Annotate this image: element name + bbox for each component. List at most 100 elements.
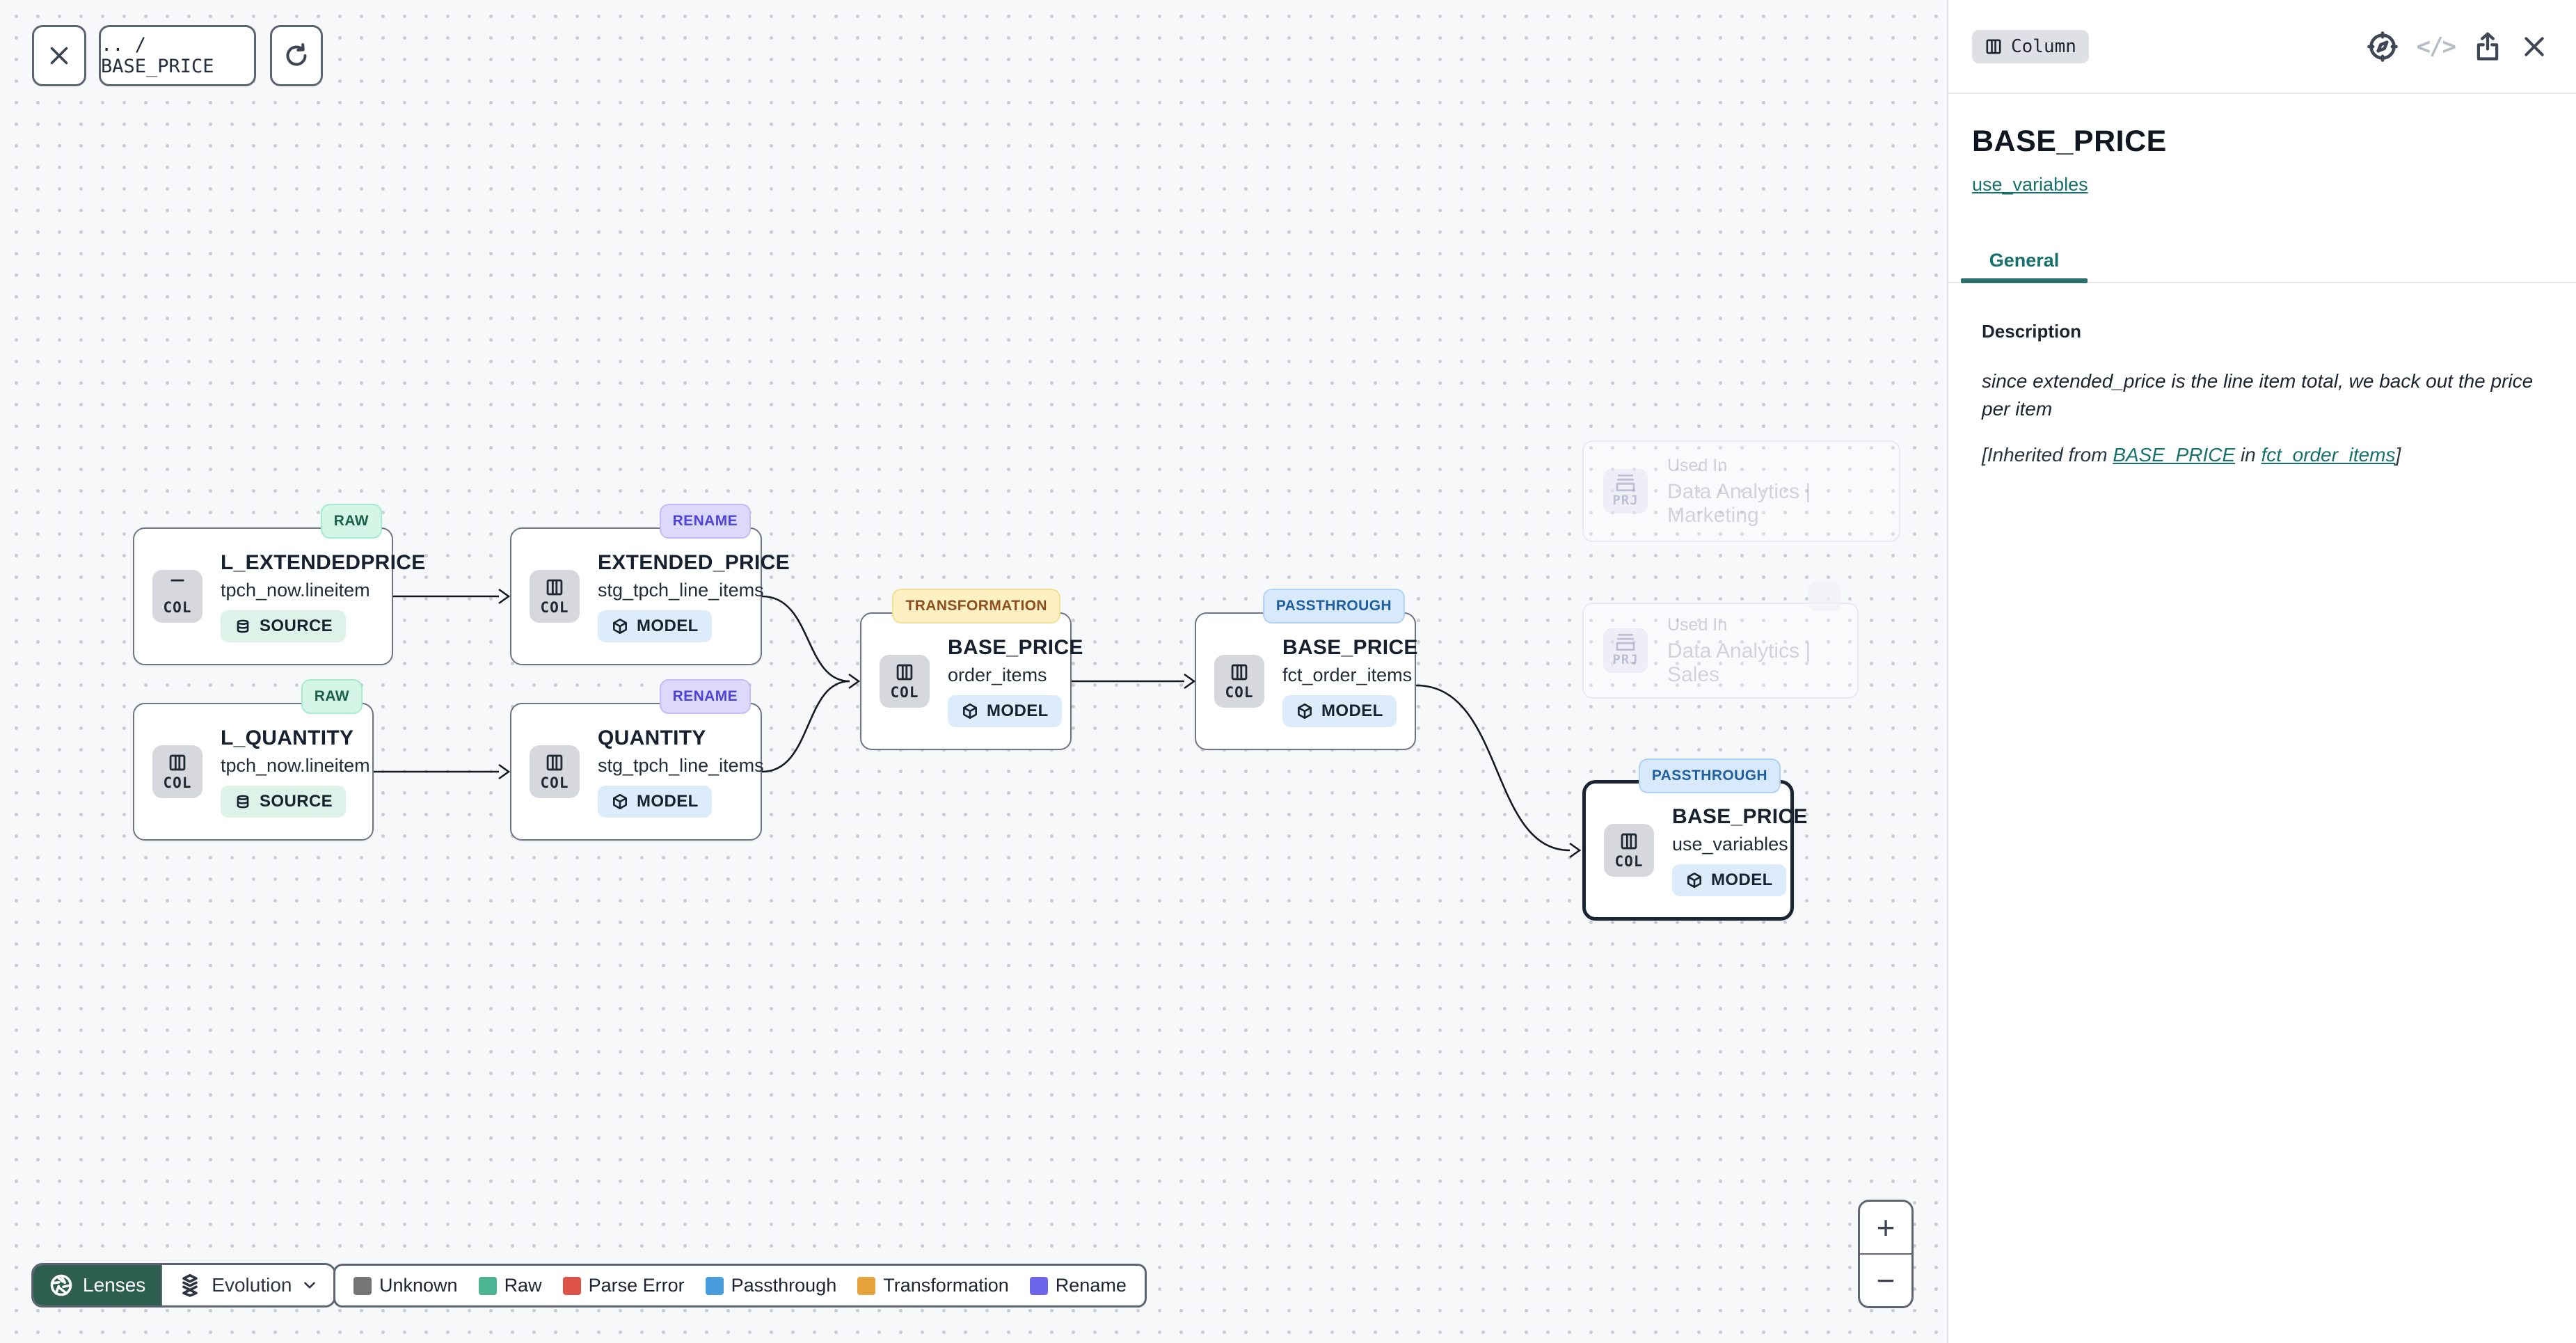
used-in-card-sales[interactable]: PRJ Used In Data Analytics | Sales (1582, 603, 1859, 699)
model-link[interactable]: use_variables (1972, 174, 2088, 195)
node-title: L_QUANTITY (221, 726, 354, 749)
legend-swatch (478, 1276, 497, 1295)
node-badge-label: MODEL (637, 616, 699, 635)
inherited-column-link[interactable]: BASE_PRICE (2113, 444, 2236, 466)
refresh-icon (286, 43, 307, 66)
legend-label: Passthrough (731, 1275, 837, 1296)
column-kind-box: COL (530, 570, 580, 623)
share-button[interactable] (2473, 30, 2502, 63)
node-kind-label: PRJ (1612, 652, 1639, 667)
node-type-badge: MODEL (1672, 864, 1786, 896)
node-kind-label: COL (890, 683, 919, 701)
breadcrumb-label: .. / BASE_PRICE (101, 34, 214, 77)
panel-tabs: General (1948, 239, 2576, 283)
explore-lineage-button[interactable] (2367, 31, 2399, 63)
node-badge-label: MODEL (1321, 701, 1383, 720)
close-lineage-button[interactable] (32, 25, 86, 86)
lenses-button[interactable]: Lenses (33, 1265, 161, 1305)
node-badge-label: MODEL (637, 791, 699, 811)
node-title: BASE_PRICE (1282, 635, 1418, 659)
lens-tag: RENAME (659, 504, 751, 539)
share-export-icon (2476, 32, 2499, 61)
node-title: EXTENDED_PRICE (598, 550, 790, 574)
cube-icon (613, 618, 627, 634)
lineage-canvas[interactable]: .. / BASE_PRICE PRJ Used In Data Analyti… (0, 0, 1947, 1343)
arrowhead (498, 763, 511, 780)
node-kind-label: COL (540, 598, 569, 616)
view-code-button[interactable]: </> (2416, 32, 2456, 61)
node-type-badge: MODEL (1282, 694, 1397, 727)
node-type-badge: SOURCE (221, 785, 347, 818)
node-type-badge: MODEL (598, 785, 712, 818)
project-kind-box: PRJ (1603, 628, 1648, 673)
node-badge-label: SOURCE (260, 791, 333, 811)
zoom-in-button[interactable]: + (1860, 1202, 1911, 1255)
lenses-control: Lenses Evolution (31, 1263, 337, 1308)
inherited-model-link[interactable]: fct_order_items (2261, 444, 2396, 466)
node-title: QUANTITY (598, 726, 706, 749)
database-icon (237, 619, 249, 633)
used-in-label: Used In (1667, 614, 1728, 635)
node-type-badge: MODEL (598, 610, 712, 642)
node-type-badge: MODEL (948, 694, 1062, 727)
node-quantity[interactable]: RENAME COL QUANTITY stg_tpch_line_items … (510, 679, 764, 841)
cube-icon (1298, 703, 1312, 719)
node-subtitle: fct_order_items (1282, 664, 1413, 685)
node-title: BASE_PRICE (1672, 804, 1808, 828)
entity-type-badge: Column (1972, 29, 2089, 63)
legend-label: Parse Error (588, 1275, 685, 1296)
node-kind-label: PRJ (1612, 493, 1639, 508)
aperture-icon (50, 1274, 72, 1296)
description-inherited: [Inherited from BASE_PRICE in fct_order_… (1982, 441, 2545, 469)
breadcrumb[interactable]: .. / BASE_PRICE (99, 25, 256, 86)
details-panel: Column </> BASE_PRICE (1947, 0, 2576, 1343)
columns-icon (546, 754, 563, 770)
legend-item-unknown: Unknown (353, 1275, 458, 1296)
zoom-out-button[interactable]: − (1876, 1262, 1895, 1298)
column-kind-box: COL (152, 570, 202, 623)
legend-swatch (353, 1276, 372, 1295)
node-extended-price[interactable]: RENAME COL EXTENDED_PRICE stg_tpch_line_… (510, 504, 790, 665)
legend-label: Rename (1055, 1275, 1127, 1296)
node-subtitle: use_variables (1672, 833, 1788, 855)
close-panel-button[interactable] (2520, 33, 2548, 61)
tab-label: General (1989, 249, 2060, 271)
inherited-suffix: ] (2395, 444, 2401, 466)
legend-label: Unknown (379, 1275, 458, 1296)
node-kind-label: COL (1614, 852, 1644, 870)
faded-tag (1808, 582, 1841, 611)
lens-select-evolution[interactable]: Evolution (161, 1265, 335, 1305)
legend-item-raw: Raw (478, 1275, 542, 1296)
arrowhead (498, 588, 511, 605)
column-kind-box: COL (1604, 824, 1654, 877)
used-in-card-marketing[interactable]: PRJ Used In Data Analytics | Marketing (1582, 440, 1900, 542)
legend-swatch (1029, 1276, 1048, 1295)
cube-icon (1687, 872, 1701, 888)
legend-item-parse-error: Parse Error (562, 1275, 685, 1296)
legend-item-rename: Rename (1029, 1275, 1127, 1296)
used-in-label: Used In (1667, 455, 1728, 475)
project-stack-icon (1616, 475, 1635, 491)
column-kind-box: COL (530, 745, 580, 798)
node-base-price-order-items[interactable]: TRANSFORMATION COL BASE_PRICE order_item… (860, 589, 1083, 750)
arrowhead (848, 673, 861, 690)
node-kind-label: COL (540, 774, 569, 791)
columns-icon (1986, 38, 2001, 54)
lenses-label: Lenses (83, 1274, 146, 1296)
node-badge-label: MODEL (987, 701, 1049, 720)
arrowhead (1569, 842, 1582, 859)
node-badge-label: MODEL (1711, 870, 1773, 889)
close-icon (50, 47, 68, 65)
project-kind-box: PRJ (1603, 469, 1648, 514)
node-base-price-use-variables[interactable]: PASSTHROUGH COL BASE_PRICE use_variables… (1582, 758, 1807, 921)
legend-item-passthrough: Passthrough (705, 1275, 837, 1296)
node-l-quantity[interactable]: RAW COL L_QUANTITY tpch_now.lineitem SOU… (133, 679, 374, 841)
refresh-button[interactable] (270, 25, 323, 86)
legend-swatch (562, 1276, 581, 1295)
node-subtitle: stg_tpch_line_items (598, 754, 764, 776)
tab-general[interactable]: General (1961, 239, 2088, 283)
node-base-price-fct-order-items[interactable]: PASSTHROUGH COL BASE_PRICE fct_order_ite… (1195, 589, 1418, 750)
node-l-extendedprice[interactable]: RAW COL L_EXTENDEDPRICE tpch_now.lineite… (133, 504, 425, 665)
edge-fctorderitems-usevariables (1415, 684, 1571, 852)
node-subtitle: tpch_now.lineitem (221, 754, 370, 776)
